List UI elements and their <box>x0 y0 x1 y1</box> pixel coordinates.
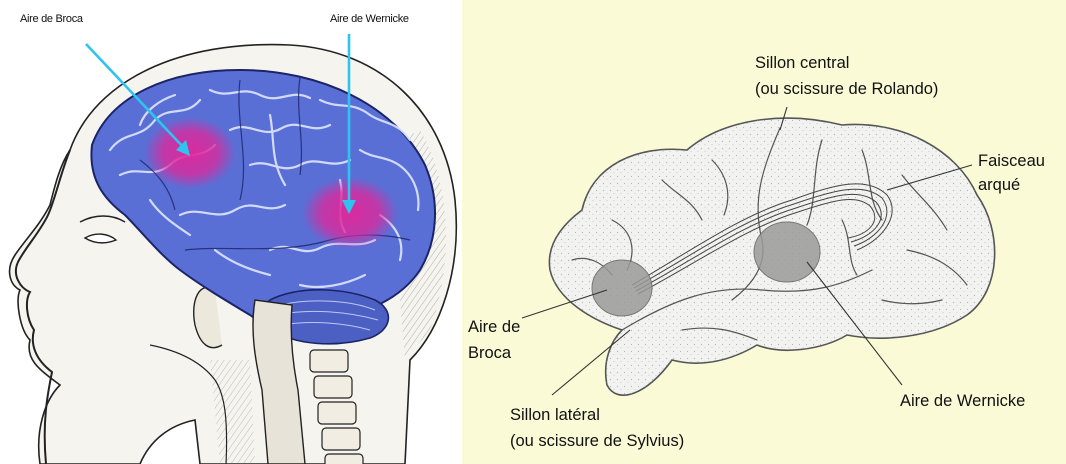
wernicke-area <box>754 222 820 282</box>
sillon-lateral-label-line2: (ou scissure de Sylvius) <box>510 432 684 450</box>
broca-label: Aire de Broca <box>20 13 84 25</box>
faisceau-label-line1: Faisceau <box>978 152 1045 170</box>
broca-area <box>592 260 652 316</box>
brain-schematic-panel: Sillon central (ou scissure de Rolando) … <box>462 0 1066 464</box>
wernicke-label: Aire de Wernicke <box>330 13 409 25</box>
broca-label-line2: Broca <box>468 344 512 362</box>
brain-schematic: Sillon central (ou scissure de Rolando) … <box>462 0 1066 464</box>
broca-label-line1: Aire de <box>468 318 520 336</box>
sillon-central-label-line2: (ou scissure de Rolando) <box>755 80 938 98</box>
sillon-lateral-label-line1: Sillon latéral <box>510 406 600 424</box>
head-illustration: Aire de Broca Aire de Wernicke <box>0 0 462 464</box>
head-illustration-panel: Aire de Broca Aire de Wernicke <box>0 0 462 464</box>
faisceau-label-line2: arqué <box>978 176 1020 194</box>
wernicke-label: Aire de Wernicke <box>900 392 1025 410</box>
sillon-central-label-line1: Sillon central <box>755 54 849 72</box>
broca-area-highlight <box>144 117 236 189</box>
